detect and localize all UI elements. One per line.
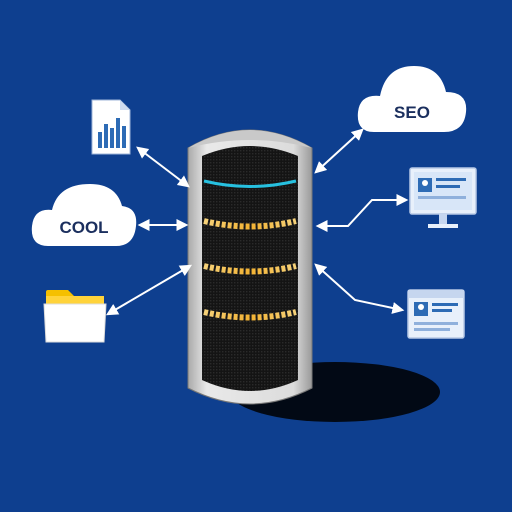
arrow-seo-cloud: [314, 128, 364, 174]
server-top-cap: [188, 130, 312, 148]
monitor-profile-icon: [409, 167, 477, 228]
folder-icon: [43, 290, 107, 343]
cloud-icon: [357, 66, 467, 132]
server-tower: [187, 129, 313, 405]
arrow-monitor: [315, 194, 409, 232]
seo-cloud: SEO: [357, 66, 467, 132]
connection-arrows: [105, 128, 409, 316]
arrow-folder: [105, 264, 193, 316]
seo-cloud-label: SEO: [394, 103, 430, 122]
cool-cloud-label: COOL: [59, 218, 108, 237]
server-drive-band: [203, 218, 297, 230]
cloud-icon: [31, 184, 137, 246]
server-drive-band: [203, 263, 297, 275]
server-status-band: [203, 179, 297, 188]
profile-window-icon: [407, 289, 465, 339]
server-body: [202, 146, 298, 391]
cool-cloud: COOL: [31, 184, 137, 246]
arrow-profile-window: [314, 263, 405, 314]
server-drive-band: [203, 309, 297, 321]
document-bar-chart-icon: [91, 99, 131, 155]
arrow-document: [136, 146, 190, 188]
